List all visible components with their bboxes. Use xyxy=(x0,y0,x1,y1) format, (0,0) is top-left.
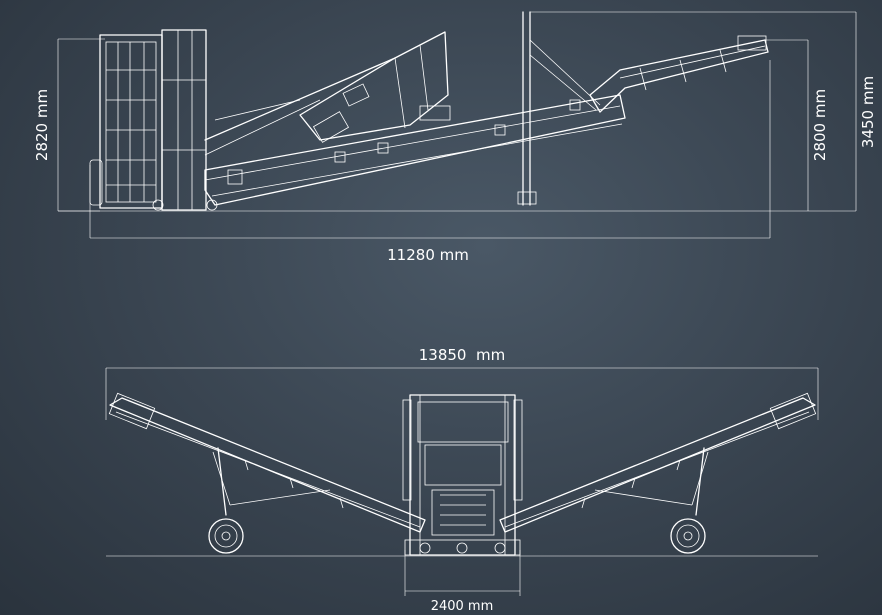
side-height-total-label: 3450 mm xyxy=(859,76,877,148)
side-height-right-label: 2800 mm xyxy=(811,89,829,161)
screener-front-silhouette xyxy=(108,392,817,556)
front-width-label: 13850 mm xyxy=(419,346,505,364)
front-base-label: 2400 mm xyxy=(431,599,494,614)
side-view-dimension-lines xyxy=(57,11,857,239)
side-view: 2820 mm 11280 mm 2800 mm 3450 mm xyxy=(33,11,877,264)
screener-side-silhouette xyxy=(89,11,769,211)
side-height-left-label: 2820 mm xyxy=(33,89,51,161)
front-view: 13850 mm 2400 mm xyxy=(105,346,819,614)
front-view-dimension-lines xyxy=(105,367,819,596)
side-length-label: 11280 mm xyxy=(387,246,469,264)
